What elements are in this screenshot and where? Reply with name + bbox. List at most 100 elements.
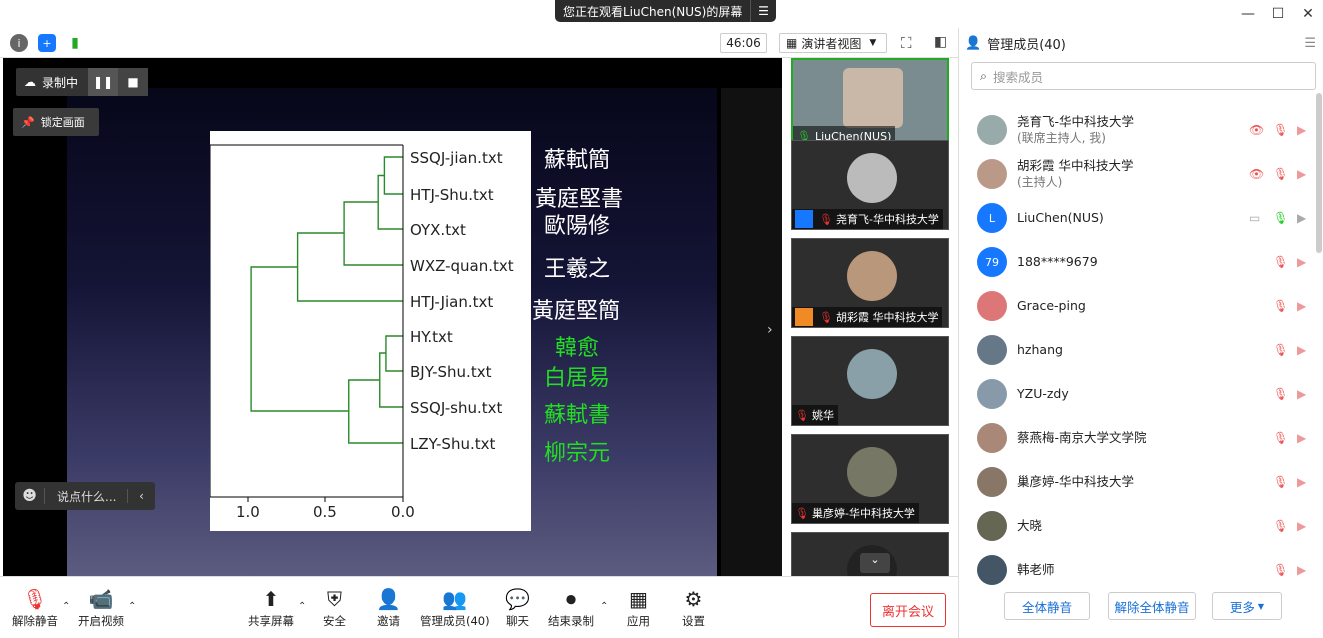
mic-muted-icon[interactable]: 🎙 — [1273, 475, 1289, 489]
avatar — [977, 511, 1007, 541]
chevron-left-icon[interactable]: ‹ — [127, 489, 155, 503]
menu-icon[interactable]: ☰ — [1304, 35, 1316, 51]
camera-off-icon[interactable]: ▶ — [1297, 475, 1307, 489]
cn-label: 韓愈 — [555, 336, 600, 361]
chevron-down-icon[interactable]: ⌄ — [860, 553, 890, 573]
mic-muted-icon[interactable]: 🎙 — [1273, 519, 1289, 533]
chat-button[interactable]: 💬聊天 — [505, 585, 530, 629]
camera-off-icon[interactable]: ▶ — [1297, 167, 1307, 181]
view-mode-dropdown[interactable]: ▦ 演讲者视图 ▼ — [779, 33, 887, 53]
dendrogram-branch — [385, 335, 403, 372]
avatar: 79 — [977, 247, 1007, 277]
cn-label: 黃庭堅簡 — [532, 299, 621, 324]
leaf-label: LZY-Shu.txt — [410, 435, 496, 453]
member-row[interactable]: 蔡燕梅-南京大学文学院 🎙 ▶ — [959, 416, 1319, 460]
mic-muted-icon[interactable]: 🎙 — [1273, 123, 1289, 137]
member-name-block: 蔡燕梅-南京大学文学院 — [1017, 430, 1147, 446]
member-name: 蔡燕梅-南京大学文学院 — [1017, 430, 1147, 445]
camera-off-icon[interactable]: ▶ — [1297, 519, 1307, 533]
member-name-block: 韩老师 — [1017, 562, 1055, 578]
dendrogram-branch — [250, 266, 349, 412]
menu-icon[interactable]: ☰ — [750, 0, 776, 22]
host-icon — [795, 210, 813, 228]
camera-off-icon[interactable]: ▶ — [1297, 211, 1307, 225]
stop-recording-button[interactable]: ■ — [118, 68, 149, 96]
mic-muted-icon: 🎙 — [819, 310, 833, 324]
video-tile[interactable]: ⌄ — [791, 532, 949, 576]
video-tile[interactable]: 🎙巢彦婷-华中科技大学 — [791, 434, 949, 524]
leaf-label: HTJ-Shu.txt — [410, 186, 494, 204]
close-icon[interactable]: ✕ — [1302, 6, 1314, 22]
panel-scrollbar[interactable] — [1316, 93, 1322, 253]
signal-icon[interactable]: ▮ — [71, 35, 79, 51]
apps-button[interactable]: ▦应用 — [627, 585, 650, 629]
share-banner[interactable]: 您正在观看LiuChen(NUS)的屏幕 ☰ — [555, 0, 776, 22]
chat-placeholder: 说点什么... — [57, 489, 117, 504]
manage-members-button[interactable]: 👥管理成员(40) — [420, 585, 490, 629]
unmute-all-button[interactable]: 解除全体静音 — [1108, 592, 1196, 620]
member-row[interactable]: 韩老师 🎙 ▶ — [959, 548, 1319, 592]
chevron-up-icon[interactable]: ⌃ — [600, 601, 609, 612]
camera-off-icon[interactable]: ▶ — [1297, 563, 1307, 577]
member-row[interactable]: hzhang🎙▶ — [959, 328, 1319, 372]
mic-muted-icon[interactable]: 🎙 — [1273, 299, 1289, 313]
settings-button[interactable]: ⚙设置 — [682, 585, 705, 629]
recording-indicator: ☁ 录制中 ❚❚ ■ — [16, 68, 149, 96]
share-banner-text: 您正在观看LiuChen(NUS)的屏幕 — [563, 4, 743, 19]
video-tile[interactable]: 🎙LiuChen(NUS) — [791, 58, 949, 148]
info-icon[interactable]: i — [10, 34, 28, 52]
share-screen-icon: ⬆ — [262, 587, 280, 611]
emoji-icon[interactable]: ☻ — [15, 488, 45, 504]
member-row[interactable]: 胡彩霞 华中科技大学(主持人)👁🎙▶ — [959, 152, 1319, 196]
more-button[interactable]: 更多▼ — [1212, 592, 1282, 620]
mic-muted-icon[interactable]: 🎙 — [1273, 343, 1289, 357]
camera-off-icon[interactable]: ▶ — [1297, 387, 1307, 401]
panel-header: 👤 管理成员(40) ☰ — [959, 28, 1323, 58]
chevron-up-icon[interactable]: ⌃ — [298, 601, 307, 612]
camera-off-icon[interactable]: ▶ — [1297, 431, 1307, 445]
invite-button[interactable]: 👤邀请 — [376, 585, 401, 629]
member-row[interactable]: 巢彦婷-华中科技大学🎙▶ — [959, 460, 1319, 504]
maximize-icon[interactable]: ☐ — [1271, 6, 1285, 22]
mic-muted-icon[interactable]: 🎙 — [1273, 431, 1289, 445]
mic-muted-icon[interactable]: 🎙 — [1273, 255, 1289, 269]
leave-meeting-button[interactable]: 离开会议 — [870, 593, 946, 627]
camera-off-icon[interactable]: ▶ — [1297, 343, 1307, 357]
shared-screen[interactable]: › ☁ 录制中 ❚❚ ■ 📌 锁定画面 SSQJ-jian.txt HTJ-Sh… — [3, 58, 782, 576]
sidebar-toggle-icon[interactable]: ◧ — [934, 34, 948, 50]
security-button[interactable]: ⛨安全 — [323, 585, 346, 629]
lock-view-button[interactable]: 📌 锁定画面 — [13, 108, 99, 136]
mic-muted-icon[interactable]: 🎙 — [1273, 167, 1289, 181]
pause-recording-button[interactable]: ❚❚ — [88, 68, 119, 96]
camera-off-icon[interactable]: ▶ — [1297, 255, 1307, 269]
member-row[interactable]: YZU-zdy🎙▶ — [959, 372, 1319, 416]
gear-icon: ⚙ — [684, 587, 703, 611]
chat-input-bubble[interactable]: ☻ 说点什么... ‹ — [15, 482, 155, 510]
end-recording-button[interactable]: ⏺结束录制 — [548, 585, 594, 629]
minimize-icon[interactable]: — — [1241, 6, 1255, 22]
share-screen-button[interactable]: ⬆共享屏幕 — [248, 585, 294, 629]
chevron-up-icon[interactable]: ⌃ — [62, 601, 71, 612]
member-row[interactable]: 大晓🎙▶ — [959, 504, 1319, 548]
end-record-label: 结束录制 — [548, 614, 594, 628]
mic-icon[interactable]: 🎙 — [1273, 211, 1289, 225]
shield-icon[interactable]: + — [38, 34, 56, 52]
unmute-button[interactable]: 🎙解除静音 — [12, 585, 58, 629]
start-video-button[interactable]: 📹开启视频 — [78, 585, 124, 629]
camera-off-icon[interactable]: ▶ — [1297, 123, 1307, 137]
chevron-up-icon[interactable]: ⌃ — [128, 601, 137, 612]
mute-all-button[interactable]: 全体静音 — [1004, 592, 1090, 620]
member-row[interactable]: 尧育飞-华中科技大学(联席主持人, 我)👁🎙▶ — [959, 108, 1319, 152]
mic-muted-icon[interactable]: 🎙 — [1273, 387, 1289, 401]
member-search-input[interactable]: ⌕ 搜索成员 — [971, 62, 1316, 90]
video-tile[interactable]: 🎙尧育飞-华中科技大学 — [791, 140, 949, 230]
member-row[interactable]: Grace-ping🎙▶ — [959, 284, 1319, 328]
fullscreen-icon[interactable]: ⛶ — [901, 34, 912, 52]
video-tile[interactable]: 🎙胡彩霞 华中科技大学 — [791, 238, 949, 328]
camera-off-icon[interactable]: ▶ — [1297, 299, 1307, 313]
chevron-right-icon[interactable]: › — [767, 322, 773, 338]
mic-muted-icon[interactable]: 🎙 — [1273, 563, 1289, 577]
video-tile[interactable]: 🎙姚华 — [791, 336, 949, 426]
